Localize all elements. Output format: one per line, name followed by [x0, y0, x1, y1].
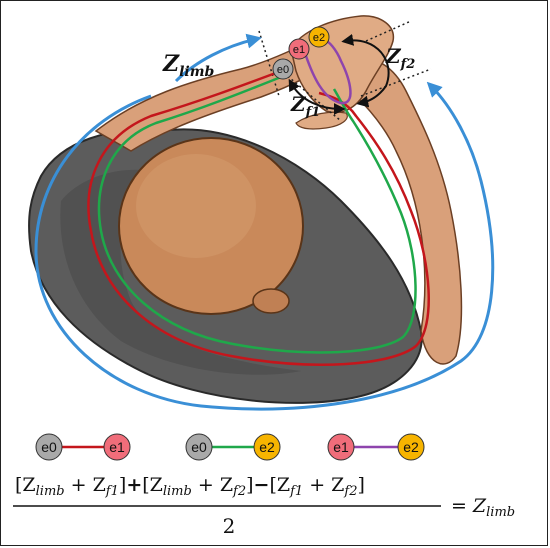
z-f2-arrow [341, 33, 390, 108]
svg-text:e1: e1 [293, 44, 305, 56]
z-limb-label: Zlimb [162, 51, 215, 80]
dotted-line-e2a [365, 20, 412, 42]
formula-result: =Zlimb [451, 495, 515, 520]
svg-text:e0: e0 [191, 439, 207, 455]
ear [252, 288, 290, 314]
electrode-e2: e2 [308, 26, 330, 48]
z-f2-label: Zf2 [385, 44, 415, 72]
formula-denominator: 2 [223, 514, 236, 538]
pair-e0-e2: e0 e2 [185, 433, 281, 461]
dotted-line-e0 [258, 30, 280, 97]
right-arm [345, 58, 463, 365]
svg-text:e1: e1 [333, 439, 349, 455]
electrode-e0: e0 [272, 58, 294, 80]
formula-numerator: [Zlimb + Zf1]+[Zlimb + Zf2]−[Zf1 + Zf2] [15, 474, 365, 499]
pair-e1-e2: e1 e2 [327, 433, 425, 461]
limb-arrow-top [174, 33, 262, 83]
svg-text:e1: e1 [109, 439, 125, 455]
z-f1-label: Zf1 [290, 92, 320, 120]
path-e0-e1 [87, 69, 430, 366]
electrode-e1: e1 [288, 38, 310, 60]
head-highlight [136, 154, 256, 258]
path-e0-e2 [97, 75, 417, 354]
svg-text:e2: e2 [259, 439, 275, 455]
limb-arrow-loop [34, 81, 495, 411]
svg-text:e0: e0 [277, 64, 289, 76]
pair-e0-e1: e0 e1 [35, 433, 131, 461]
svg-text:e0: e0 [41, 439, 57, 455]
z-f1-arrow [288, 78, 346, 115]
svg-text:e2: e2 [313, 32, 325, 44]
svg-text:e2: e2 [403, 439, 419, 455]
